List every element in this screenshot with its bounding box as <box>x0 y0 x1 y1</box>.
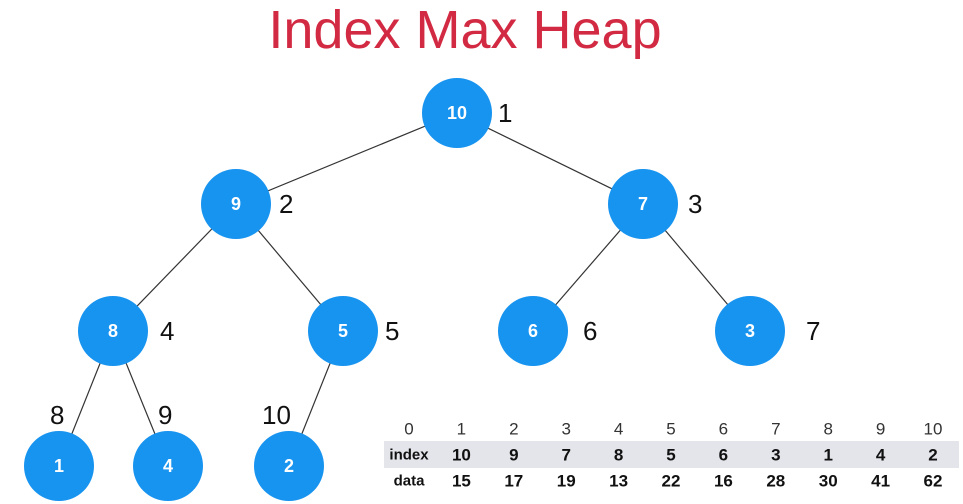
heap-node: 2 10 <box>254 400 324 501</box>
index-cell: 1 <box>823 446 832 465</box>
array-column-number: 0 <box>404 420 413 439</box>
node-value: 7 <box>638 194 648 214</box>
node-value: 9 <box>231 194 241 214</box>
node-position-label: 1 <box>498 98 512 128</box>
node-position-label: 6 <box>583 316 597 346</box>
index-cell: 3 <box>771 446 780 465</box>
index-cell: 6 <box>719 446 728 465</box>
index-cell: 5 <box>666 446 675 465</box>
index-cell: 9 <box>509 446 518 465</box>
data-cell: 62 <box>924 472 943 491</box>
edge-1-2 <box>235 112 458 205</box>
data-cell: 22 <box>662 472 681 491</box>
data-cell: 13 <box>609 472 628 491</box>
node-circle <box>133 431 203 501</box>
node-value: 5 <box>338 321 348 341</box>
data-cell: 16 <box>714 472 733 491</box>
node-value: 10 <box>447 103 467 123</box>
node-value: 8 <box>108 321 118 341</box>
node-circle <box>715 296 785 366</box>
data-row-label: data <box>394 473 426 490</box>
node-circle <box>24 431 94 501</box>
heap-node: 49 <box>133 400 203 501</box>
array-table: 0 1 2 3 4 5 6 7 8 9 10 index data 10 9 7 8 5 6 3 1 4 2 15 17 19 13… <box>384 420 959 491</box>
node-circle <box>201 169 271 239</box>
array-column-number: 1 <box>457 420 466 439</box>
array-column-number: 2 <box>509 420 518 439</box>
index-cell: 7 <box>561 446 570 465</box>
node-value: 3 <box>745 321 755 341</box>
array-column-number: 7 <box>771 420 780 439</box>
index-cell: 10 <box>452 446 471 465</box>
node-circle <box>608 169 678 239</box>
node-position-label: 3 <box>688 189 702 219</box>
index-cell: 4 <box>876 446 886 465</box>
data-cell: 30 <box>819 472 838 491</box>
node-position-label: 8 <box>50 400 64 430</box>
data-cell: 17 <box>504 472 523 491</box>
node-value: 1 <box>54 456 64 476</box>
node-position-label: 10 <box>262 400 291 430</box>
data-cell: 41 <box>871 472 890 491</box>
array-column-number: 6 <box>719 420 728 439</box>
heap-node: 10 1 <box>422 78 512 148</box>
diagram-title: Index Max Heap <box>268 0 661 60</box>
array-column-number: 5 <box>666 420 675 439</box>
index-row-highlight <box>384 441 959 468</box>
index-cell: 2 <box>928 446 937 465</box>
data-cell: 28 <box>766 472 785 491</box>
array-column-number: 9 <box>876 420 885 439</box>
node-position-label: 7 <box>806 316 820 346</box>
index-cell: 8 <box>614 446 623 465</box>
node-value: 4 <box>163 456 173 476</box>
heap-node: 18 <box>24 400 94 501</box>
array-column-number: 4 <box>614 420 623 439</box>
node-position-label: 2 <box>279 189 293 219</box>
node-circle <box>78 296 148 366</box>
array-column-number: 8 <box>823 420 832 439</box>
node-circle <box>254 431 324 501</box>
node-circle <box>308 296 378 366</box>
node-circle <box>498 296 568 366</box>
array-column-number: 10 <box>924 420 943 439</box>
node-position-label: 9 <box>158 400 172 430</box>
array-column-number: 3 <box>561 420 570 439</box>
data-cell: 15 <box>452 472 471 491</box>
node-position-label: 5 <box>385 316 399 346</box>
node-position-label: 4 <box>160 316 174 346</box>
index-row-label: index <box>389 447 429 464</box>
node-value: 2 <box>284 456 294 476</box>
data-cell: 19 <box>557 472 576 491</box>
node-value: 6 <box>528 321 538 341</box>
node-circle <box>422 78 492 148</box>
